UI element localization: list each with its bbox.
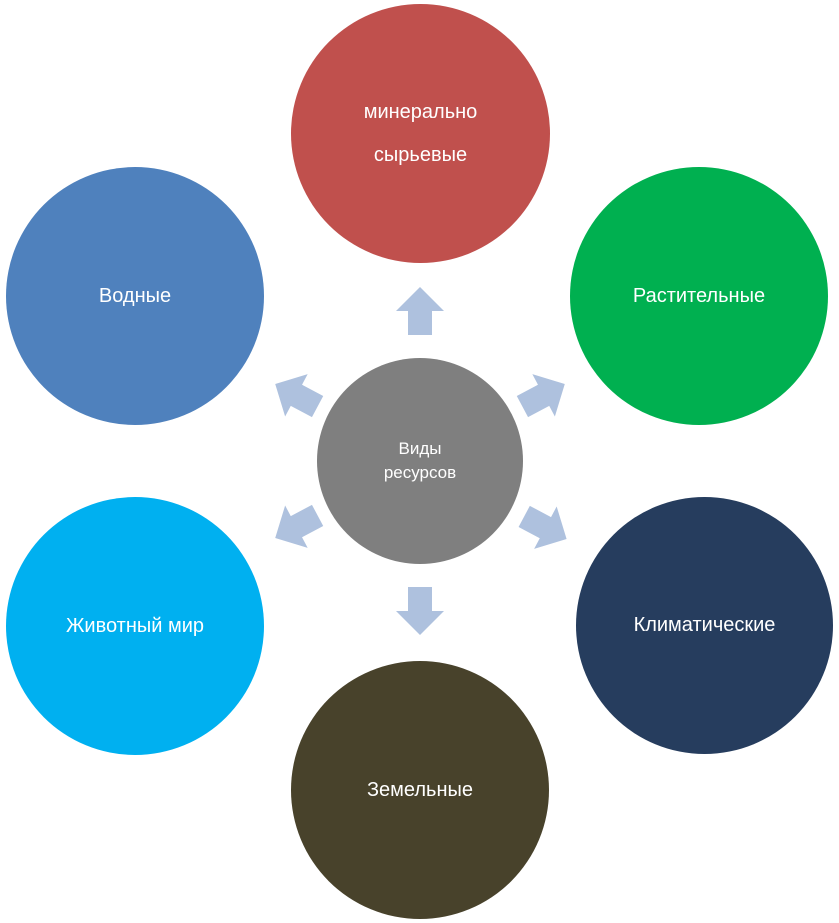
center-node: Виды ресурсов	[317, 358, 523, 564]
node-mineral: минерально сырьевые	[291, 4, 550, 263]
center-node-line-1: Виды	[398, 439, 442, 458]
arrow-to-bottom-left	[275, 504, 324, 548]
node-water-label: Водные	[98, 284, 172, 307]
node-land-label: Земельные	[366, 778, 474, 801]
node-water: Водные	[6, 167, 264, 425]
arrow-to-top-right	[516, 374, 565, 418]
node-plant-label: Растительные	[632, 284, 766, 307]
node-fauna-label: Животный мир	[65, 614, 205, 637]
node-mineral-line-1: минерально	[363, 100, 478, 123]
node-land: Земельные	[291, 661, 549, 919]
node-mineral-line-2: сырьевые	[373, 143, 468, 166]
arrow-to-bottom	[396, 587, 444, 635]
arrow-to-top	[396, 287, 444, 335]
node-climate: Климатические	[576, 497, 833, 754]
center-node-line-2: ресурсов	[383, 463, 457, 482]
node-plant: Растительные	[570, 167, 828, 425]
arrow-group	[275, 287, 567, 635]
node-fauna: Животный мир	[6, 497, 264, 755]
arrow-to-bottom-right	[518, 505, 567, 549]
arrow-to-top-left	[275, 374, 324, 418]
node-climate-label: Климатические	[633, 614, 776, 636]
